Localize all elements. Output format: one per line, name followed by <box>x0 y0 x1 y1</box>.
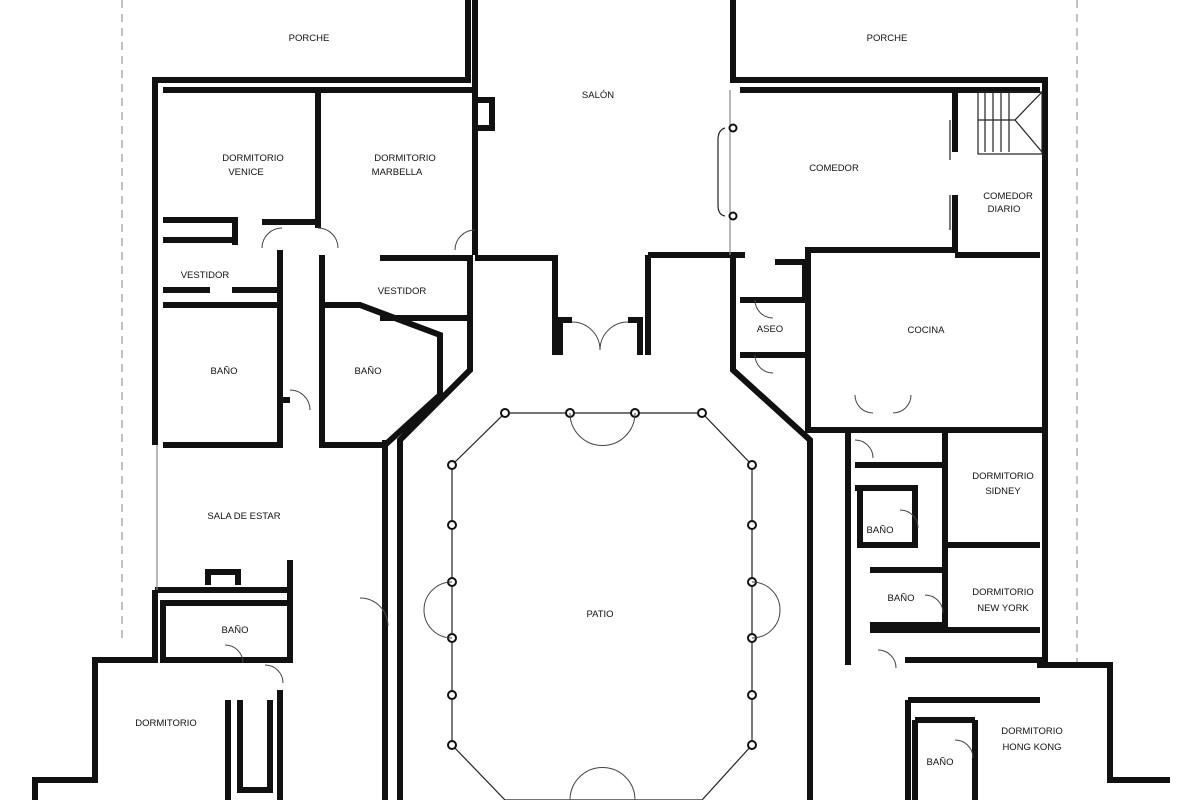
label-dorm-hongkong-1: DORMITORIO <box>1001 726 1063 737</box>
label-porche-right: PORCHE <box>867 33 908 44</box>
door-bano-sidney[interactable] <box>899 509 919 529</box>
doors <box>224 227 974 800</box>
door-sala-patio[interactable] <box>359 597 389 627</box>
label-dorm-newyork-1: DORMITORIO <box>972 587 1034 598</box>
wall-comedor-cocina <box>740 87 1045 433</box>
label-dorm-venice-1: DORMITORIO <box>222 153 284 164</box>
door-patio-right[interactable] <box>751 581 781 639</box>
fireplace-sala <box>205 569 241 585</box>
door-bano-hongkong[interactable] <box>954 739 974 759</box>
wall-right-wing-outer <box>730 0 1048 665</box>
wall-marbella-suite <box>319 255 473 800</box>
wall-left-wing-outer <box>152 0 471 445</box>
room-labels: PORCHE PORCHE SALÓN DORMITORIO VENICE DO… <box>135 33 1063 768</box>
label-comedor: COMEDOR <box>809 163 859 174</box>
wall-right-bedrooms <box>845 430 1170 783</box>
label-dormitorio: DORMITORIO <box>135 718 197 729</box>
label-vestidor-mid: VESTIDOR <box>378 286 427 297</box>
label-bano-sala: BAÑO <box>222 625 249 636</box>
label-comedor-diario-2: DIARIO <box>988 204 1021 215</box>
patio-posts <box>447 123 757 750</box>
label-patio: PATIO <box>586 609 613 620</box>
label-bano-sidney: BAÑO <box>867 525 894 536</box>
walls <box>32 0 1170 800</box>
label-dorm-sidney-1: DORMITORIO <box>972 471 1034 482</box>
fireplace-salon <box>478 97 495 131</box>
label-aseo: ASEO <box>757 324 783 335</box>
label-dorm-sidney-2: SIDNEY <box>985 486 1021 497</box>
label-bano-hongkong: BAÑO <box>927 757 954 768</box>
wall-aseo <box>730 258 813 800</box>
wall-dormitorio <box>225 440 388 800</box>
label-sala-estar: SALA DE ESTAR <box>207 511 280 522</box>
door-cocina[interactable] <box>854 394 912 414</box>
wall-salon-entry <box>475 252 745 355</box>
door-patio-bottom[interactable] <box>569 767 636 800</box>
door-bedrooms[interactable] <box>261 227 339 249</box>
label-dorm-newyork-2: NEW YORK <box>977 603 1029 614</box>
label-bano-venice: BAÑO <box>211 366 238 377</box>
stairs-icon <box>977 91 1043 155</box>
sliding-door-comedor <box>717 127 726 217</box>
door-aseo[interactable] <box>754 299 774 374</box>
label-dorm-venice-2: VENICE <box>228 167 263 178</box>
door-bano-venice[interactable] <box>289 389 311 411</box>
label-cocina: COCINA <box>908 325 946 336</box>
door-main[interactable] <box>571 321 629 351</box>
door-patio-left[interactable] <box>423 581 453 639</box>
wall-hongkong <box>905 697 1040 800</box>
label-salon: SALÓN <box>582 90 614 101</box>
door-bano-newyork[interactable] <box>924 594 944 614</box>
wall-bedrooms <box>163 0 478 255</box>
label-vestidor-left: VESTIDOR <box>181 270 230 281</box>
label-bano-newyork: BAÑO <box>888 593 915 604</box>
label-porche-left: PORCHE <box>289 33 330 44</box>
label-comedor-diario-1: COMEDOR <box>983 191 1033 202</box>
wall-corridor <box>277 300 322 445</box>
label-bano-marbella: BAÑO <box>355 366 382 377</box>
door-patio-top[interactable] <box>569 412 636 446</box>
label-dorm-marbella-2: MARBELLA <box>372 167 423 178</box>
door-corridor-right[interactable] <box>854 439 897 669</box>
label-dorm-marbella-1: DORMITORIO <box>374 153 436 164</box>
wall-venice-suite <box>163 217 318 448</box>
door-marbella[interactable] <box>454 229 476 251</box>
label-dorm-hongkong-2: HONG KONG <box>1002 742 1061 753</box>
wall-sala-lower <box>32 560 293 800</box>
patio-gallery <box>451 412 753 800</box>
door-bano-sala[interactable] <box>224 644 284 684</box>
